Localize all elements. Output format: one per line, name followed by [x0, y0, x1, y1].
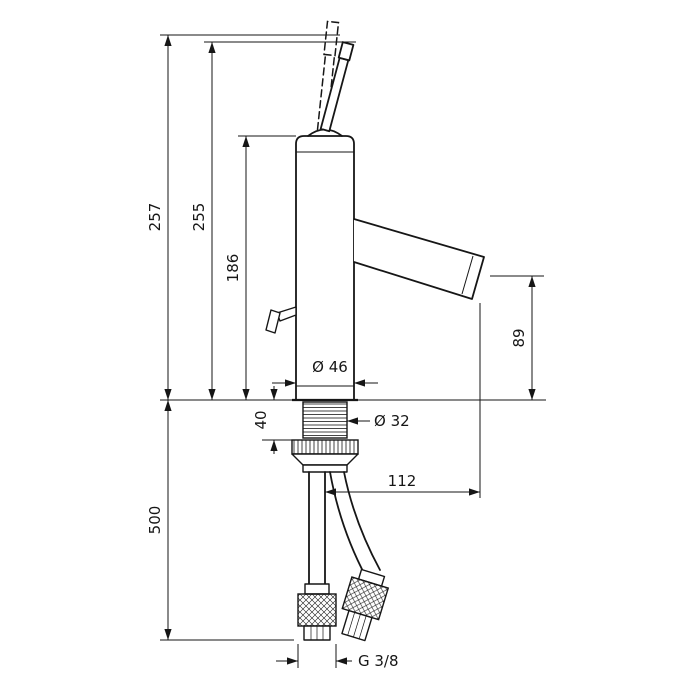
mounting-nut [291, 439, 359, 473]
extension-lines [160, 34, 546, 668]
dim-shank-length: 40 [252, 386, 278, 454]
dim-outlet-height: 89 [510, 276, 536, 400]
dim-label-hose-length: 500 [146, 506, 164, 535]
dim-label-body-height: 186 [224, 254, 242, 283]
faucet-handle [319, 41, 355, 133]
dim-hose-length: 500 [146, 400, 172, 640]
dim-shank-diameter: Ø 32 [347, 412, 410, 430]
dim-handle-height: 255 [190, 42, 216, 400]
faucet-spout [353, 218, 485, 300]
dim-label-shank-length: 40 [252, 410, 270, 429]
supply-hose-straight [297, 471, 337, 641]
dim-label-handle-height: 255 [190, 203, 208, 232]
faucet-drawing [265, 20, 485, 642]
drain-pull-rod [265, 306, 297, 334]
supply-hose-angled [329, 471, 390, 642]
dim-label-outlet-height: 89 [510, 328, 528, 347]
dim-label-connection-thread: G 3/8 [358, 652, 399, 670]
dim-label-base-diameter: Ø 46 [312, 358, 348, 376]
dimension-annotations: 257 255 186 89 500 [146, 34, 546, 670]
dim-label-shank-diameter: Ø 32 [374, 412, 410, 430]
dim-label-spout-reach: 112 [388, 472, 417, 490]
dim-total-height: 257 [146, 35, 172, 400]
threaded-shank [302, 401, 348, 439]
dim-spout-reach: 112 [325, 472, 480, 496]
dim-base-diameter: Ø 46 [272, 358, 378, 387]
dim-body-height: 186 [224, 136, 250, 400]
dim-label-total-height: 257 [146, 203, 164, 232]
dim-connection-thread: G 3/8 [276, 652, 399, 670]
